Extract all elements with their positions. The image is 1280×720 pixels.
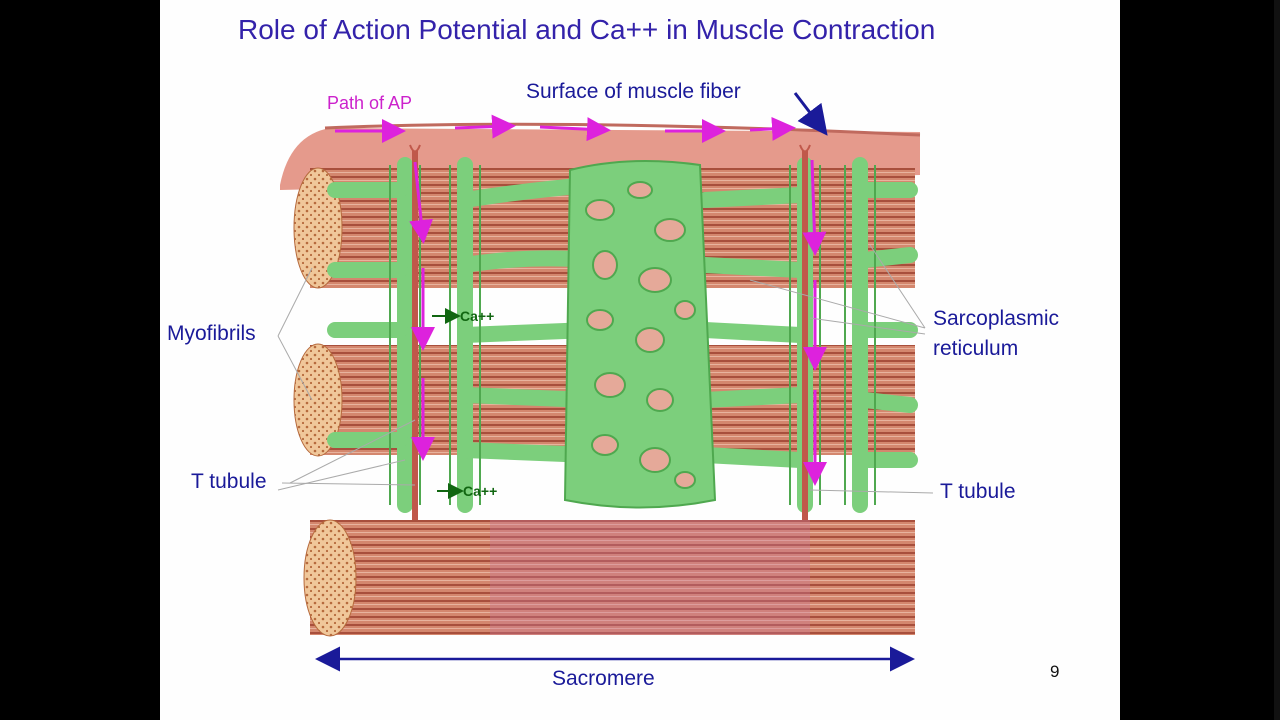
page-number: 9: [1050, 662, 1060, 681]
surface-label: Surface of muscle fiber: [526, 80, 741, 103]
sarcoplasmic-label-line1: Sarcoplasmic: [933, 307, 1060, 330]
t-tubule-left-label: T tubule: [191, 470, 267, 493]
myofibril-end-top: [293, 167, 343, 289]
myofibril-end-middle: [293, 343, 343, 457]
ca-label-1: Ca++: [460, 308, 495, 324]
surface-pointer-arrow: [793, 92, 828, 136]
myofibrils-label: Myofibrils: [167, 322, 256, 345]
leader-lines: [277, 244, 934, 494]
ca-label-2: Ca++: [463, 483, 498, 499]
myofibril-bottom: [310, 520, 915, 635]
t-tubule-right-label: T tubule: [940, 480, 1016, 503]
sarcoplasmic-label-line2: reticulum: [933, 337, 1019, 360]
slide: Role of Action Potential and Ca++ in Mus…: [160, 0, 1120, 720]
path-of-ap-label: Path of AP: [327, 93, 413, 113]
window-scrollbar[interactable]: [1274, 0, 1280, 720]
ap-path-arrows: [335, 114, 827, 486]
myofibril-end-bottom: [303, 519, 357, 637]
slide-title: Role of Action Potential and Ca++ in Mus…: [238, 14, 936, 45]
muscle-fiber-illustration: [277, 92, 934, 672]
sarcomere-label: Sacromere: [552, 667, 655, 690]
